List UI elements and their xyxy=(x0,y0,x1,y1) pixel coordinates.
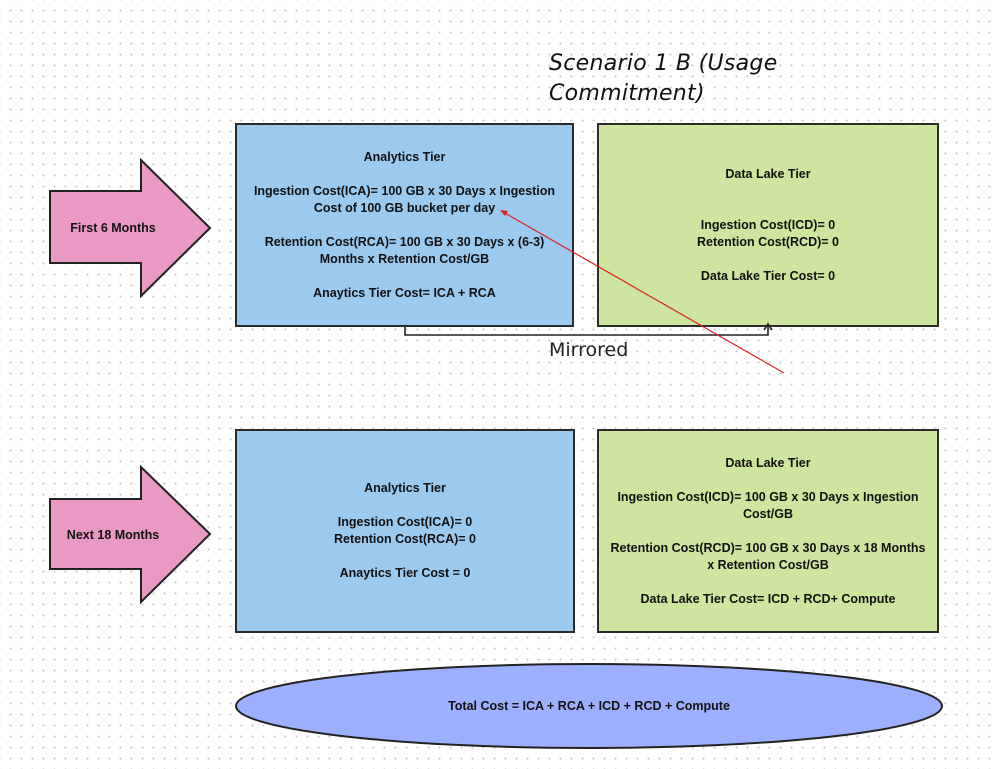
retention-cost: Retention Cost(RCD)= 0 xyxy=(696,234,840,249)
ingestion-cost-line-1: Ingestion Cost(ICD)= 100 GB x 30 Days x … xyxy=(617,489,919,504)
mirrored-label: Mirrored xyxy=(549,339,629,361)
ingestion-cost-line-2: Cost of 100 GB bucket per day xyxy=(313,200,496,215)
tier-total-cost: Data Lake Tier Cost= 0 xyxy=(700,268,836,283)
retention-cost-line-1: Retention Cost(RCD)= 100 GB x 30 Days x … xyxy=(610,540,926,555)
tier-heading: Analytics Tier xyxy=(363,149,446,164)
mirrored-connector-line[interactable] xyxy=(404,325,769,336)
block-arrow-shape xyxy=(49,158,212,298)
phase-label: Next 18 Months xyxy=(66,528,160,542)
block-arrow-shape xyxy=(49,465,212,605)
tier-heading: Analytics Tier xyxy=(364,481,446,495)
ingestion-cost: Ingestion Cost(ICD)= 0 xyxy=(700,217,836,232)
diagram-title: Scenario 1 B (Usage Commitment) xyxy=(549,49,849,109)
retention-cost-line-2: Months x Retention Cost/GB xyxy=(319,251,490,266)
arrow-shape-fill xyxy=(49,465,212,605)
retention-cost-line-2: x Retention Cost/GB xyxy=(707,557,829,572)
analytics-tier-box-phase-1[interactable]: Analytics Tier Ingestion Cost(ICA)= 100 … xyxy=(235,123,574,327)
phase-arrow-next-18-months[interactable]: Next 18 Months xyxy=(49,465,214,605)
tier-total-cost: Data Lake Tier Cost= ICD + RCD+ Compute xyxy=(640,591,896,606)
tier-total-cost: Anaytics Tier Cost = 0 xyxy=(339,566,471,580)
ingestion-cost-line-1: Ingestion Cost(ICA)= 100 GB x 30 Days x … xyxy=(253,183,556,198)
total-cost-label: Total Cost = ICA + RCA + ICD + RCD + Com… xyxy=(448,699,730,713)
title-line-1: Scenario 1 B (Usage xyxy=(549,51,778,76)
analytics-tier-box-phase-2[interactable]: Analytics Tier Ingestion Cost(ICA)= 0 Re… xyxy=(235,429,575,633)
annotation-arrowhead-icon xyxy=(500,210,508,216)
title-line-2: Commitment) xyxy=(549,81,705,106)
arrow-shape-fill xyxy=(49,158,212,298)
datalake-tier-box-phase-2[interactable]: Data Lake Tier Ingestion Cost(ICD)= 100 … xyxy=(597,429,939,633)
phase-label: First 6 Months xyxy=(70,221,156,235)
ingestion-cost: Ingestion Cost(ICA)= 0 xyxy=(337,515,473,529)
tier-total-cost: Anaytics Tier Cost= ICA + RCA xyxy=(313,285,496,300)
ingestion-cost-line-2: Cost/GB xyxy=(743,506,793,521)
tier-heading: Data Lake Tier xyxy=(725,166,811,181)
phase-arrow-first-6-months[interactable]: First 6 Months xyxy=(49,158,214,298)
annotation-pointer-line[interactable] xyxy=(502,211,785,374)
total-cost-ellipse[interactable] xyxy=(234,662,946,752)
ellipse-shape xyxy=(235,663,943,749)
retention-cost: Retention Cost(RCA)= 0 xyxy=(333,532,477,546)
datalake-tier-box-phase-1[interactable]: Data Lake Tier Ingestion Cost(ICD)= 0 Re… xyxy=(597,123,939,327)
retention-cost-line-1: Retention Cost(RCA)= 100 GB x 30 Days x … xyxy=(264,234,545,249)
connector-arrowhead-icon xyxy=(763,322,773,331)
tier-heading: Data Lake Tier xyxy=(725,455,811,470)
